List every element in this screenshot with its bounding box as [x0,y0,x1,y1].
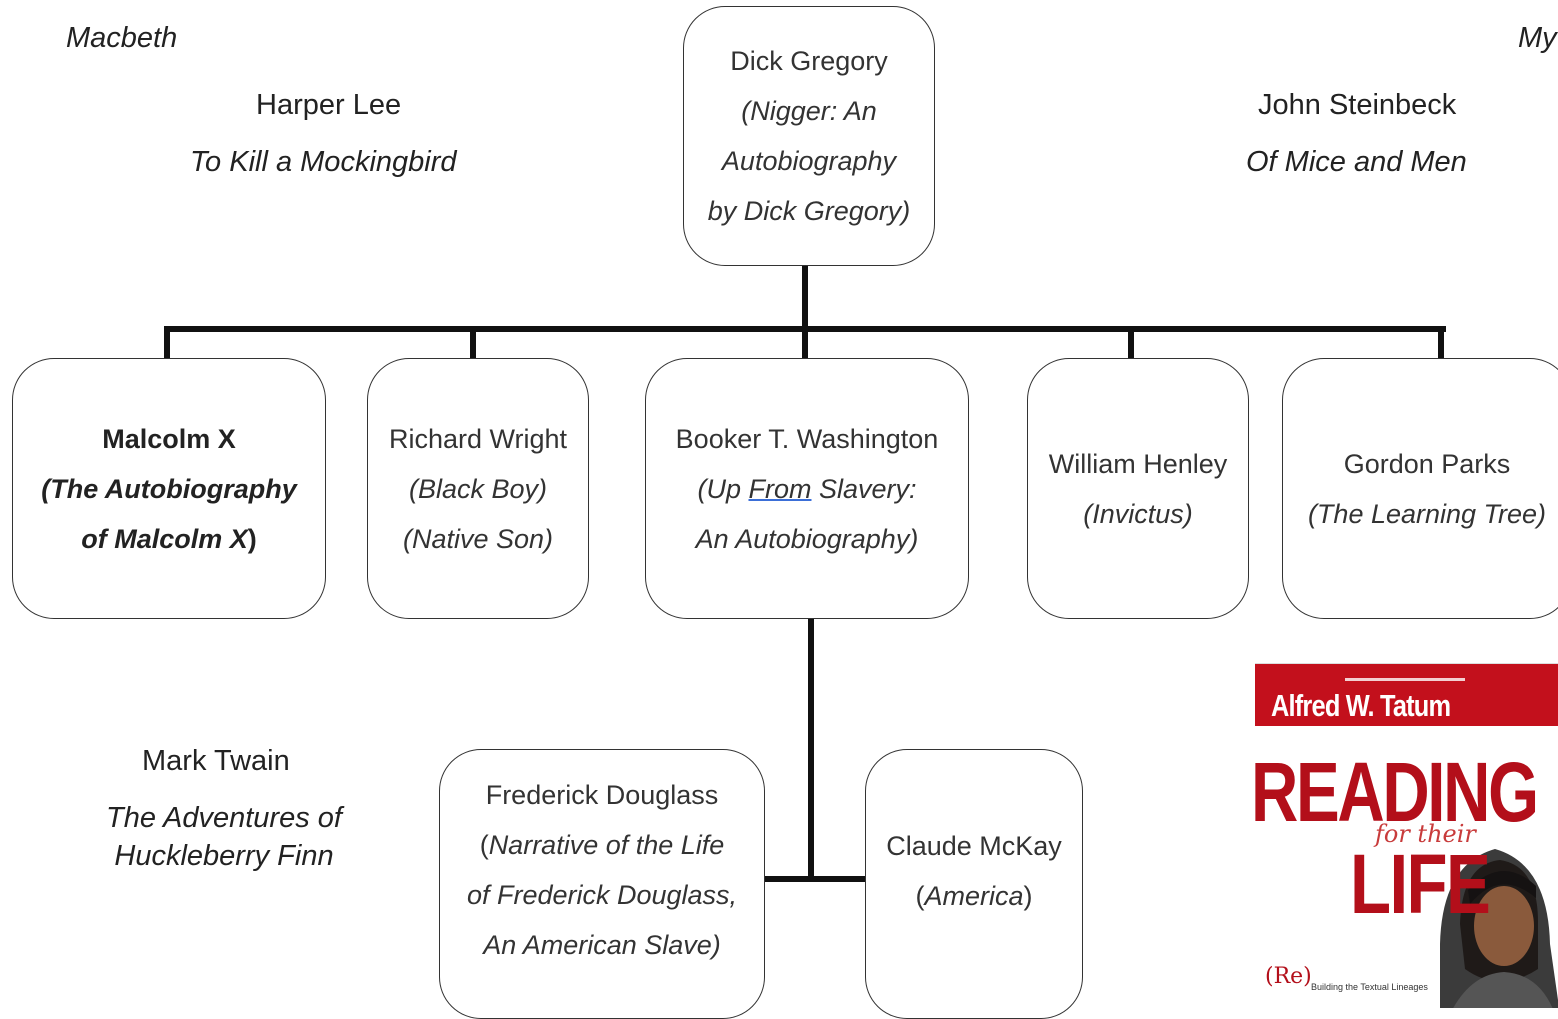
node-work: (The Learning Tree) [1307,498,1547,529]
steinbeck-author: John Steinbeck [1258,89,1457,121]
node-work: (Narrative of the Life [480,820,725,870]
drop-wright-connector [470,326,476,359]
cover-author: Alfred W. Tatum [1271,688,1451,723]
node-work: (The Autobiography [41,473,297,504]
node-name: Frederick Douglass [485,780,719,810]
node-work: (Invictus) [1083,498,1193,529]
macbeth-text: Macbeth [66,22,178,54]
cover-rule [1345,678,1465,681]
node-work: (Black Boy) [408,473,548,504]
drop-malcolm-connector [164,326,170,359]
book-cover-image: Alfred W. Tatum READING for their LIFE (… [1255,663,1558,1008]
work-part: America [924,881,1024,911]
cover-subtitle: for their [1375,820,1476,848]
node-name: Gordon Parks [1343,448,1511,479]
huck-finn-title-line1: The Adventures of [106,802,342,834]
node-frederick-douglass: Frederick Douglass (Narrative of the Lif… [439,749,765,1019]
node-william-henley: William Henley (Invictus) [1027,358,1249,619]
node-name: William Henley [1048,448,1228,479]
mice-men-title: Of Mice and Men [1246,146,1467,178]
node-work: of Malcolm X) [81,514,257,564]
node-malcolm-x: Malcolm X (The Autobiography of Malcolm … [12,358,326,619]
node-work: (America) [915,871,1032,921]
node-name: Claude McKay [886,831,1062,861]
cut-off-title-text: My [1518,22,1557,54]
work-part: From [748,473,812,504]
node-work: Autobiography [721,146,897,176]
drop-henley-connector [1128,326,1134,359]
huck-finn-title-line2: Huckleberry Finn [114,840,334,872]
level3-bus-connector [764,876,866,882]
harper-lee-author: Harper Lee [256,89,402,121]
twain-author: Mark Twain [142,745,290,777]
cover-title-reading: READING [1255,745,1539,839]
node-gordon-parks: Gordon Parks (The Learning Tree) [1282,358,1558,619]
node-richard-wright: Richard Wright (Black Boy) (Native Son) [367,358,589,619]
node-work: by Dick Gregory) [707,196,911,226]
node-work: An American Slave) [483,930,721,960]
node-claude-mckay: Claude McKay (America) [865,749,1083,1019]
node-name: Booker T. Washington [675,423,939,454]
drop-parks-connector [1438,326,1444,359]
node-booker-washington: Booker T. Washington (Up From Slavery: A… [645,358,969,619]
work-part: ( [915,881,925,911]
root-stem-connector [802,265,808,329]
work-part: ) [247,523,257,554]
node-work: (Up From Slavery: [697,464,916,514]
node-dick-gregory: Dick Gregory (Nigger: An Autobiography b… [683,6,935,266]
cover-re-tag: (Re) [1265,964,1312,989]
drop-washington-connector [802,326,808,359]
work-part: X [229,523,248,554]
work-part: Narrative of the Life [488,830,725,860]
node-work: (Native Son) [402,523,554,554]
cover-red-band [1255,664,1558,726]
node-work: (Nigger: An [741,96,877,126]
cover-title-life: LIFE [1350,837,1491,931]
node-name: Malcolm X [102,423,236,454]
node-work: of Frederick Douglass, [466,880,738,910]
node-work: An Autobiography) [695,523,919,554]
washington-stem-connector [808,618,814,882]
mockingbird-title: To Kill a Mockingbird [190,146,457,178]
work-part: of Malcolm [81,523,230,554]
node-name: Dick Gregory [730,46,888,76]
cover-portrait-figure [1440,849,1558,1008]
work-part: Slavery: [811,473,917,504]
work-part: (Up [697,473,749,504]
work-part: ( [479,830,489,860]
node-name: Richard Wright [388,423,568,454]
work-part: ) [1023,881,1033,911]
cover-tagline: Building the Textual Lineages [1311,982,1428,992]
